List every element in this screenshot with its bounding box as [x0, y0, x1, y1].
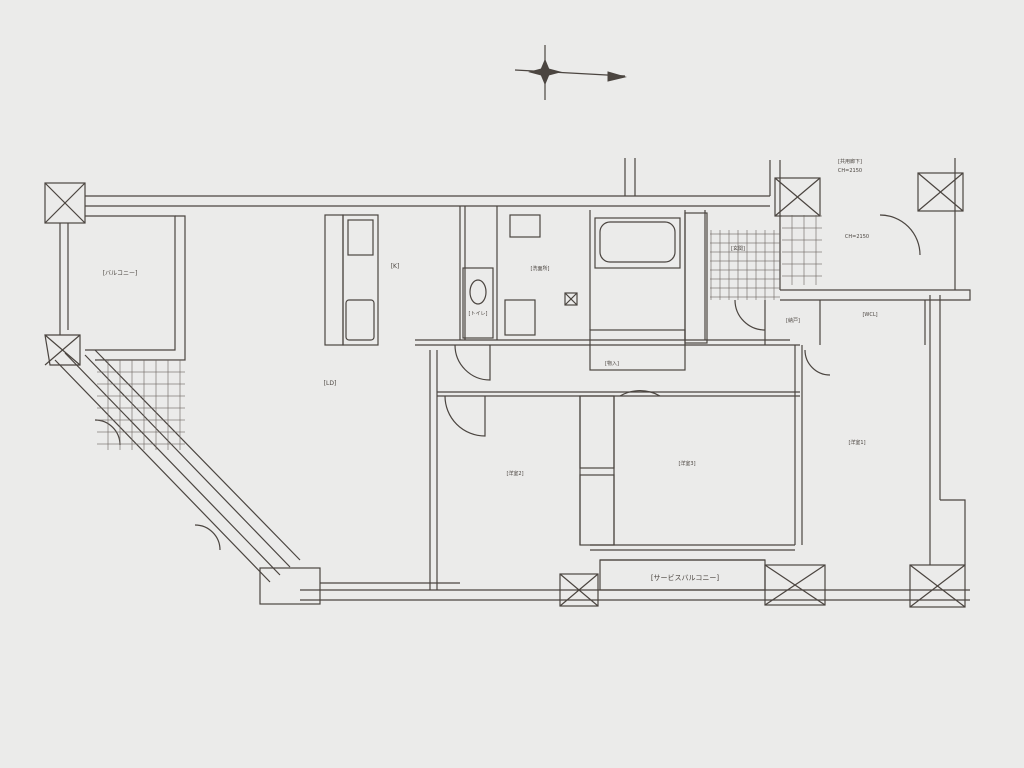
door-room3: [619, 390, 661, 397]
stove: [347, 219, 374, 256]
room-label-ld: [LD]: [324, 380, 337, 387]
door-storage: [734, 299, 766, 331]
room-label-entrance-ch: CH=2150: [845, 234, 869, 240]
room-label-service-balcony: [サービスバルコニー]: [651, 573, 720, 582]
toilet-bowl: [469, 279, 487, 305]
bathtub-frame: [594, 217, 681, 269]
column-ne2: [917, 172, 964, 212]
room-label-storage: [納戸]: [786, 317, 800, 324]
service-balcony-frame: [599, 559, 766, 591]
room-label-corridor: [共用廊下]: [838, 158, 862, 165]
kitchen-cabinet: [324, 214, 344, 346]
north-arrow-compass-rose: [514, 45, 627, 100]
vent: [564, 292, 578, 306]
room-label-room2: [洋室2]: [506, 470, 523, 477]
washing-machine: [504, 299, 536, 336]
wash-basin: [509, 214, 541, 238]
shoe-closet: [684, 212, 708, 344]
column-sw: [259, 567, 321, 605]
room-label-corridor-ch: CH=2150: [838, 168, 862, 174]
column-se: [909, 564, 966, 608]
bathtub: [599, 221, 676, 263]
closet-room3: [579, 474, 615, 546]
room-label-balcony: [バルコニー]: [103, 270, 138, 277]
room-label-toilet: [トイレ]: [469, 311, 488, 317]
room-label-wcl: [WCL]: [862, 312, 877, 318]
column-nw: [44, 182, 86, 224]
door-toilet: [454, 344, 491, 381]
room-label-room1: [洋室1]: [848, 439, 865, 446]
sink: [345, 299, 375, 341]
entrance-tiles: [710, 230, 780, 300]
balcony-tiles: [97, 360, 185, 450]
room-label-kitchen: [K]: [391, 263, 400, 270]
closet-hall: [589, 329, 686, 371]
room-label-closet: [物入]: [605, 360, 619, 367]
door-entrance: [879, 214, 921, 256]
door-room2: [444, 395, 486, 437]
room-label-washroom: [洗面所]: [531, 265, 550, 272]
column-s1: [559, 573, 599, 607]
door-room1: [804, 349, 831, 376]
entrance-step-tiles: [782, 215, 822, 285]
room-label-room3: [洋室3]: [678, 460, 695, 467]
closet-room2: [579, 395, 615, 469]
walls: [44, 158, 971, 608]
room-label-entrance: [玄関]: [731, 245, 745, 252]
toilet-room: [462, 267, 494, 339]
door-balcony2: [194, 524, 221, 551]
